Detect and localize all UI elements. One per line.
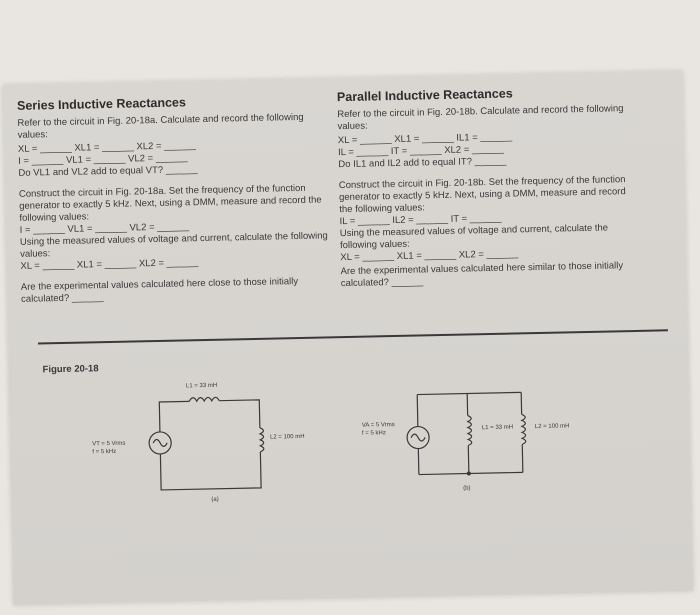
circuit-b-caption: (b) [463,485,471,492]
circuit-b-source-voltage: VA = 5 Vrms [361,422,395,429]
circuit-b-l2-label: L2 = 100 mH [534,423,570,431]
circuit-b-diagram [406,391,527,476]
circuit-a-diagram [148,396,265,491]
circuit-b-source-frequency: f = 5 kHz [361,430,386,437]
worksheet-page: Series Inductive Reactances Refer to the… [2,70,694,606]
circuit-b-l1-label: L1 = 33 mH [481,424,514,432]
